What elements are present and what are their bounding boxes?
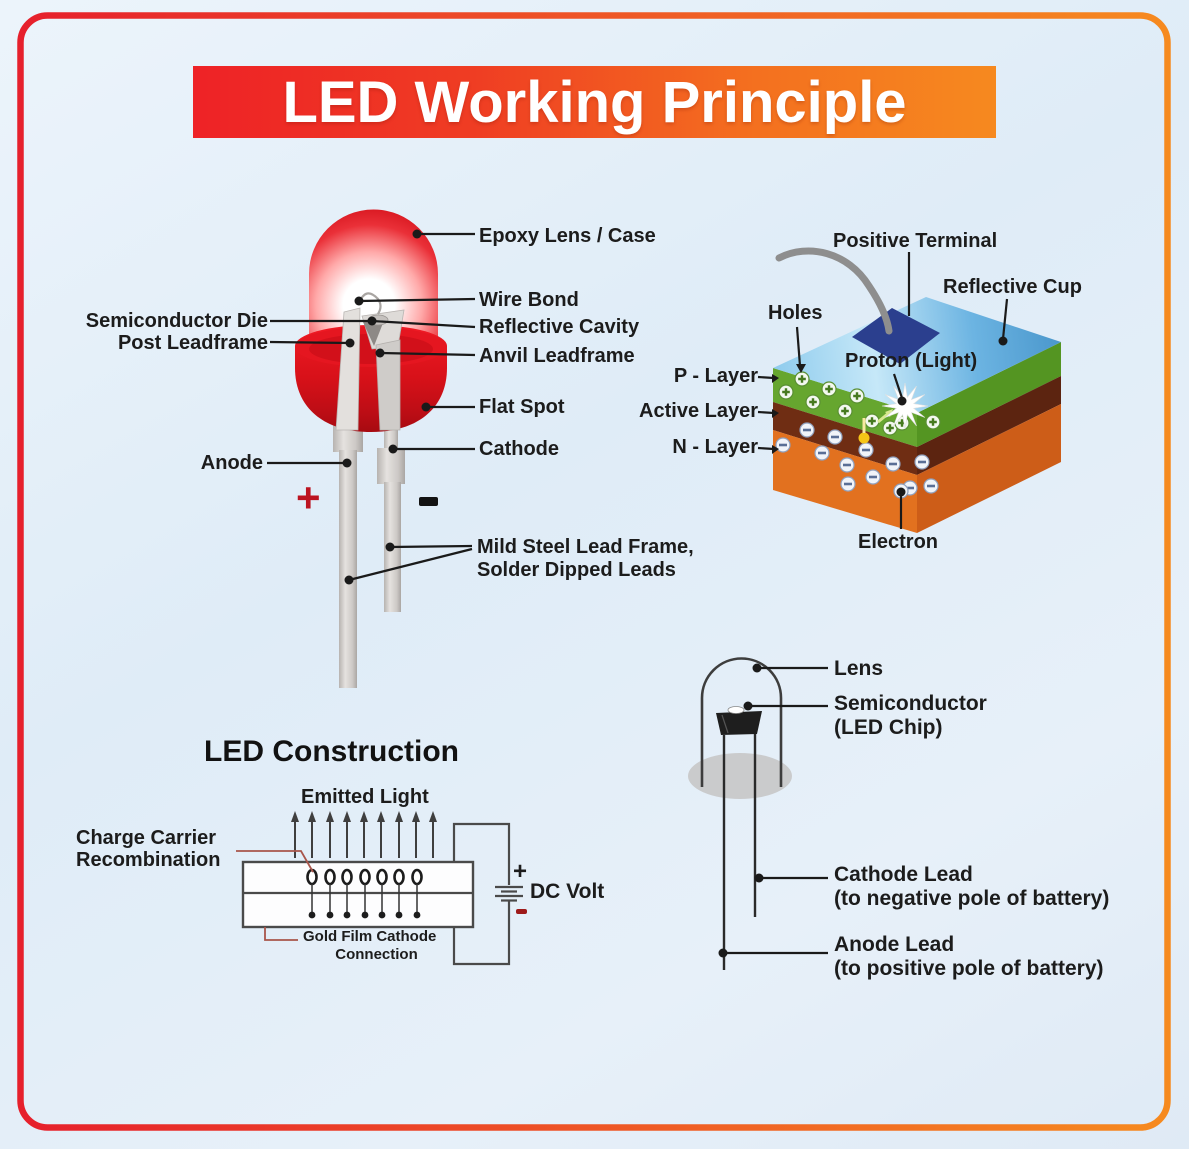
label-anode-lead-2: (to positive pole of battery)	[834, 957, 1104, 980]
led-outline-diagram	[688, 657, 828, 970]
label-gold-film-1: Gold Film Cathode	[303, 928, 437, 945]
cathode-minus-sign: -	[419, 497, 438, 506]
label-p-layer: P - Layer	[673, 365, 758, 387]
label-semiconductor-2: (LED Chip)	[834, 716, 943, 739]
label-cathode-lead-1: Cathode Lead	[834, 863, 973, 886]
battery-plus-sign: +	[513, 858, 528, 885]
battery-minus-sign: -	[516, 909, 527, 914]
label-reflective-cup: Reflective Cup	[943, 276, 1082, 298]
label-reflective-cavity: Reflective Cavity	[479, 316, 640, 338]
label-holes: Holes	[768, 302, 823, 324]
label-anode: Anode	[200, 452, 263, 474]
label-cathode-lead-2: (to negative pole of battery)	[834, 887, 1110, 910]
label-mild-steel-1: Mild Steel Lead Frame,	[477, 536, 694, 558]
label-flat-spot: Flat Spot	[479, 396, 565, 418]
label-proton-light: Proton (Light)	[845, 350, 978, 372]
anode-plus-sign: +	[296, 474, 321, 521]
label-cathode: Cathode	[479, 438, 559, 460]
label-electron: Electron	[858, 531, 939, 553]
label-positive-terminal: Positive Terminal	[833, 230, 998, 252]
construction-heading: LED Construction	[204, 735, 459, 768]
label-lens: Lens	[834, 657, 884, 680]
label-dc-volt: DC Volt	[530, 880, 605, 903]
label-semiconductor-1: Semiconductor	[834, 692, 987, 715]
page-border-frame	[17, 12, 1171, 1131]
construction-circuit	[236, 811, 523, 966]
label-anode-lead-1: Anode Lead	[834, 933, 955, 956]
label-charge-carrier-2: Recombination	[76, 849, 221, 871]
label-wire-bond: Wire Bond	[479, 289, 579, 311]
label-charge-carrier-1: Charge Carrier	[76, 827, 217, 849]
label-post-leadframe: Post Leadframe	[117, 332, 268, 354]
title-banner: LED Working Principle	[193, 66, 996, 138]
label-semiconductor-die: Semiconductor Die	[85, 310, 268, 332]
led-illustration	[267, 209, 476, 688]
label-anvil-leadframe: Anvil Leadframe	[479, 345, 635, 367]
label-mild-steel-2: Solder Dipped Leads	[477, 559, 676, 581]
label-active-layer: Active Layer	[639, 400, 758, 422]
label-gold-film-2: Connection	[335, 946, 418, 963]
label-epoxy-lens: Epoxy Lens / Case	[479, 225, 656, 247]
junction-block	[757, 247, 1061, 533]
label-n-layer: N - Layer	[672, 436, 758, 458]
label-emitted-light: Emitted Light	[301, 786, 429, 808]
